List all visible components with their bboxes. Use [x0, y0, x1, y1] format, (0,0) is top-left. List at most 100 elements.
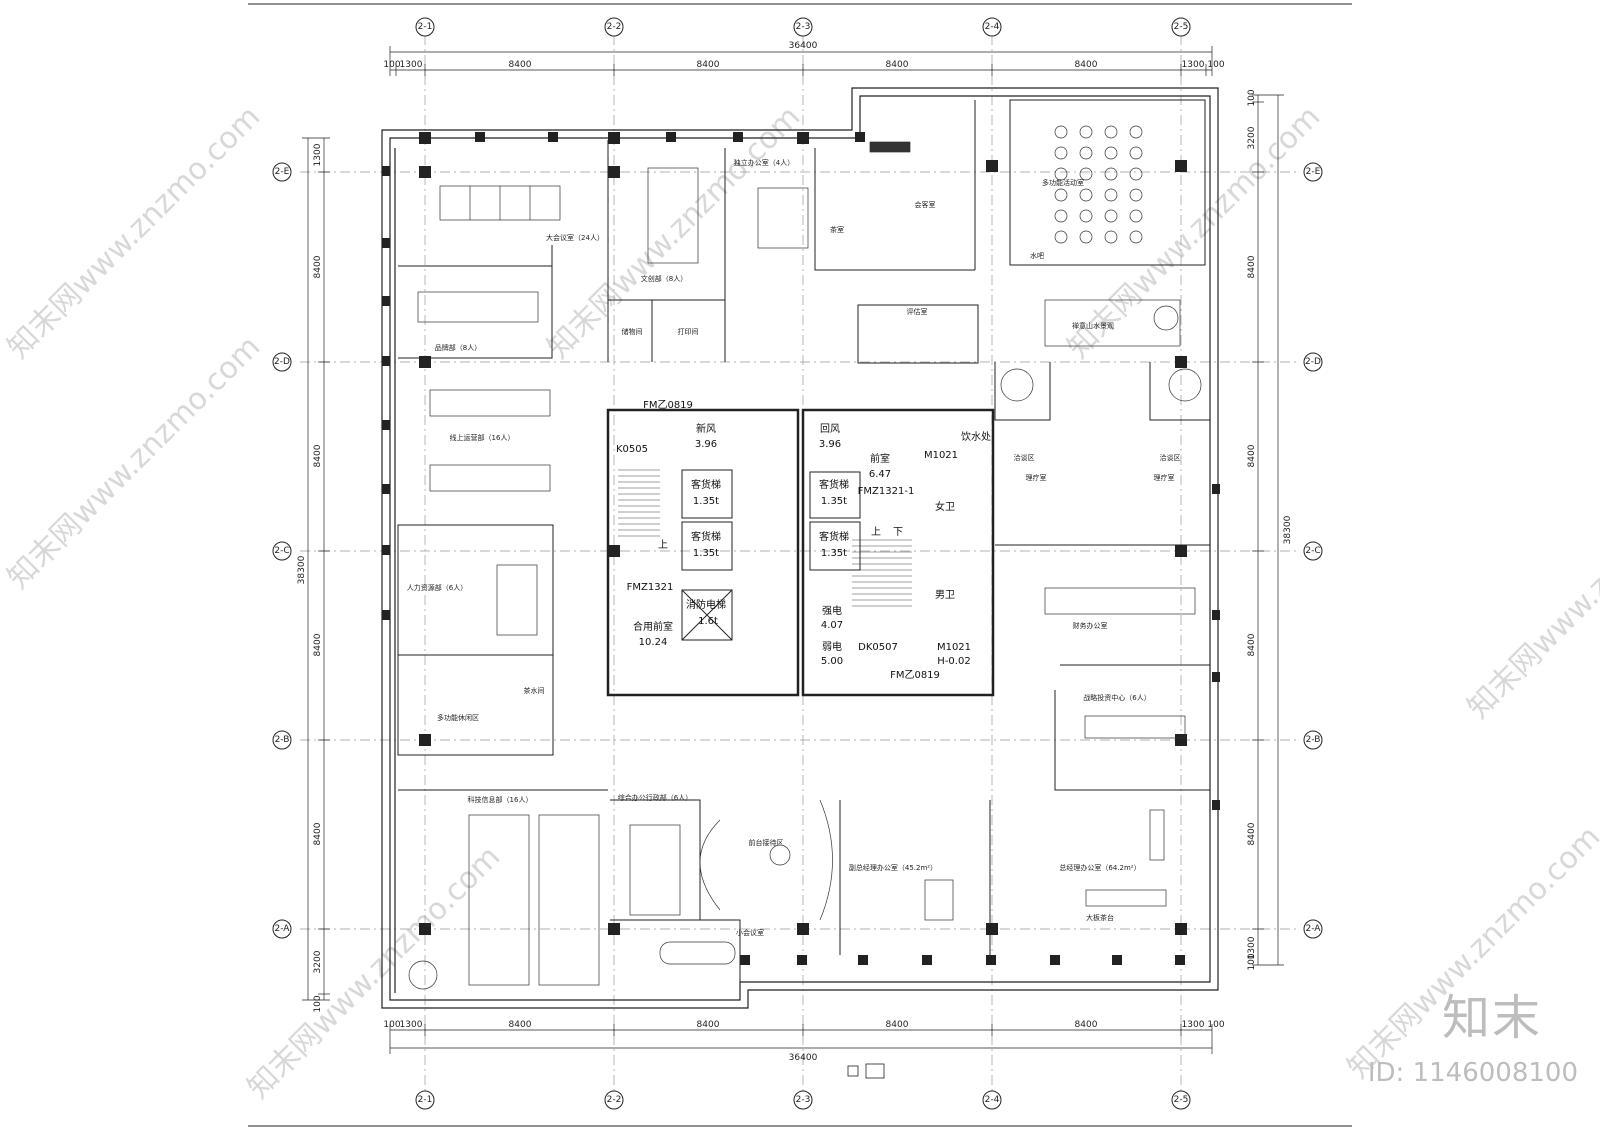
- room-name: 强电: [822, 604, 842, 617]
- dim-label: 1300: [1247, 936, 1257, 959]
- room-area: 1.35t: [693, 548, 719, 559]
- dim-label: 8400: [886, 60, 909, 70]
- room-label: 理疗室: [1154, 473, 1175, 482]
- interior-walls: [397, 99, 1210, 990]
- door-code: K0505: [616, 444, 648, 455]
- room-label: 洽谈区: [1014, 453, 1035, 462]
- axis-bubble: 2-1: [415, 1090, 435, 1110]
- room-label: 水吧: [1030, 251, 1044, 260]
- axis-bubble: 2-4: [982, 17, 1002, 37]
- axis-label: 2-4: [985, 22, 1000, 32]
- furniture: [408, 141, 1202, 990]
- door-code: FM乙0819: [890, 669, 940, 681]
- room-area: 1.35t: [693, 496, 719, 507]
- door-code: M1021: [924, 450, 958, 461]
- axis-bubble: 2-3: [793, 1090, 813, 1110]
- room-label: 打印间: [678, 327, 699, 336]
- dim-total-right: 38300: [1283, 515, 1293, 544]
- axis-bubble: 2-5: [1171, 1090, 1191, 1110]
- axis-label: 2-E: [1306, 167, 1321, 177]
- stair-direction: 上: [658, 539, 668, 551]
- dim-label: 100: [1207, 60, 1224, 70]
- building-outline: [381, 87, 1219, 1009]
- axis-label: 2-3: [796, 22, 811, 32]
- room-name: 弱电: [822, 640, 842, 653]
- dim-label: 8400: [1247, 444, 1257, 467]
- elevator-shafts: [681, 469, 861, 641]
- dim-label: 8400: [313, 444, 323, 467]
- dim-label: 1300: [400, 1020, 423, 1030]
- room-label: 理疗室: [1026, 473, 1047, 482]
- axis-label: 2-1: [418, 22, 433, 32]
- dim-label: 8400: [886, 1020, 909, 1030]
- dim-total-bottom: 36400: [789, 1053, 818, 1063]
- door-code: DK0507: [858, 642, 898, 653]
- dim-label: 1300: [313, 143, 323, 166]
- axis-bubble: 2-D: [1303, 352, 1323, 372]
- room-label: 会客室: [915, 200, 936, 209]
- room-label: 禅意山水景观: [1072, 321, 1114, 330]
- room-area: 1.35t: [821, 548, 847, 559]
- grid-bubbles-left: 2-E 2-D 2-C 2-B 2-A: [272, 162, 292, 939]
- plan-id: ID: 1146008100: [1367, 1058, 1578, 1088]
- axis-bubble: 2-C: [1303, 541, 1323, 561]
- axis-label: 2-A: [1306, 924, 1322, 934]
- watermark: 知末网www.znzmo.com: [1, 99, 267, 365]
- axis-bubble: 2-2: [604, 1090, 624, 1110]
- room-label: 评估室: [907, 307, 928, 316]
- dim-label: 1300: [400, 60, 423, 70]
- room-name: 饮水处: [961, 430, 991, 443]
- dim-label: 8400: [697, 1020, 720, 1030]
- axis-bubble: 2-B: [1303, 730, 1323, 750]
- axis-bubble: 2-A: [272, 919, 292, 939]
- dim-label: 8400: [313, 633, 323, 656]
- room-name: 合用前室: [633, 620, 673, 633]
- axis-label: 2-D: [1305, 357, 1321, 367]
- dim-label: 100: [383, 1020, 400, 1030]
- room-labels: 大会议室（24人） 品牌部（8人） 线上运营部（16人） 人力资源部（6人） 茶…: [407, 158, 1181, 937]
- dim-label: 8400: [1247, 633, 1257, 656]
- room-label: 综合办公行政部（6人）: [618, 793, 692, 802]
- dim-label: 8400: [509, 1020, 532, 1030]
- activity-room-seating: [1054, 125, 1143, 244]
- room-name: 消防电梯: [686, 598, 726, 611]
- room-label: 线上运营部（16人）: [450, 433, 515, 442]
- dim-label: 100: [383, 60, 400, 70]
- room-name: 客货梯: [691, 478, 721, 491]
- dim-label: 8400: [313, 822, 323, 845]
- grid-bubbles-right: 2-E 2-D 2-C 2-B 2-A: [1303, 162, 1323, 939]
- grid-bubbles-top: 2-1 2-2 2-3 2-4 2-5: [415, 17, 1191, 37]
- axis-label: 2-3: [796, 1095, 811, 1105]
- room-area: 6.47: [869, 469, 891, 480]
- room-label: 洽谈区: [1160, 453, 1181, 462]
- axis-bubble: 2-D: [272, 352, 292, 372]
- axis-label: 2-2: [607, 1095, 622, 1105]
- room-name: 女卫: [935, 500, 955, 513]
- axis-label: 2-C: [1305, 546, 1320, 556]
- room-area: 3.96: [819, 439, 841, 450]
- room-label: 财务办公室: [1073, 621, 1108, 630]
- dim-label: 100: [1247, 89, 1257, 106]
- dim-label: 8400: [1075, 1020, 1098, 1030]
- axis-bubble: 2-1: [415, 17, 435, 37]
- room-area: 1.6t: [698, 616, 718, 627]
- axis-lines: [300, 35, 1300, 1095]
- room-name: 客货梯: [819, 478, 849, 491]
- axis-label: 2-2: [607, 22, 622, 32]
- stair-treads: [618, 469, 912, 607]
- dim-label: 3200: [313, 950, 323, 973]
- dim-label: 8400: [697, 60, 720, 70]
- dim-label: 100: [313, 995, 323, 1012]
- room-label: 茶水间: [524, 686, 545, 695]
- dim-label: 8400: [1247, 822, 1257, 845]
- dim-total-left: 38300: [297, 555, 307, 584]
- dim-label: 100: [1207, 1020, 1224, 1030]
- room-label: 多功能活动室: [1042, 178, 1084, 187]
- room-area: 4.07: [821, 620, 843, 631]
- room-label: 科技信息部（16人）: [468, 795, 533, 804]
- room-label: 小会议室: [736, 928, 764, 937]
- stair-direction: 下: [893, 527, 903, 538]
- room-label: 独立办公室（4人）: [734, 158, 794, 167]
- axis-label: 2-5: [1174, 22, 1189, 32]
